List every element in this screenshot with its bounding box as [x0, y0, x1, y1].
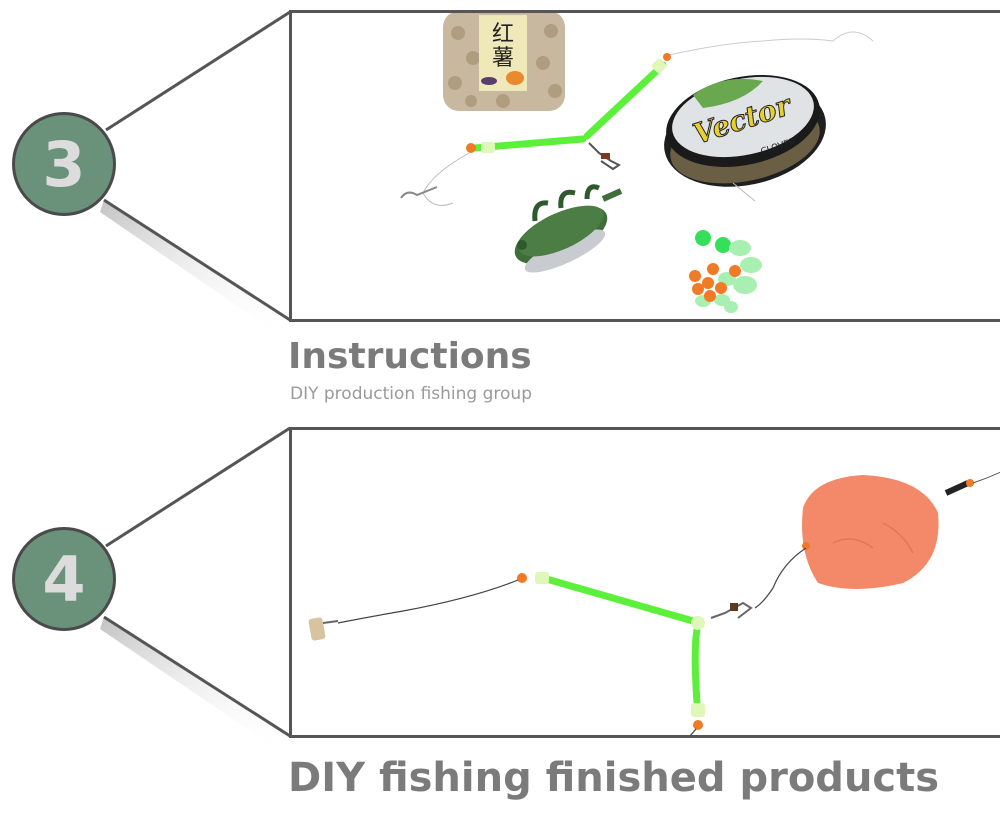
y-rig-tube	[517, 572, 705, 735]
step-3-connector-lines	[100, 10, 291, 335]
step-3: 红 薯	[0, 0, 1000, 340]
step-4-photo-frame	[289, 427, 1000, 738]
y-rig-tube	[466, 53, 671, 171]
bait-ball	[802, 471, 1000, 589]
svg-text:薯: 薯	[492, 46, 514, 71]
method-feeder	[514, 184, 623, 273]
beads	[689, 230, 762, 313]
hook-line	[400, 152, 470, 206]
section-heading: Instructions	[288, 336, 532, 377]
hook-link	[308, 579, 519, 641]
step-4-number-badge: 4	[12, 527, 116, 631]
step-4-photo	[308, 471, 1000, 735]
footer-caption: DIY fishing finished products	[288, 755, 940, 801]
svg-text:红: 红	[492, 22, 514, 47]
section-subheading: DIY production fishing group	[290, 384, 532, 404]
swivel	[710, 601, 753, 619]
step-3-number-badge: 3	[12, 112, 116, 216]
step-4-connector-lines	[100, 426, 291, 751]
bait-jar: 红 薯	[443, 13, 565, 111]
line-spool: Vector CLOVER	[664, 75, 826, 202]
step-3-photo: 红 薯	[400, 13, 874, 313]
step-4: 4	[0, 415, 1000, 755]
step-3-photo-frame: 红 薯	[289, 10, 1000, 322]
